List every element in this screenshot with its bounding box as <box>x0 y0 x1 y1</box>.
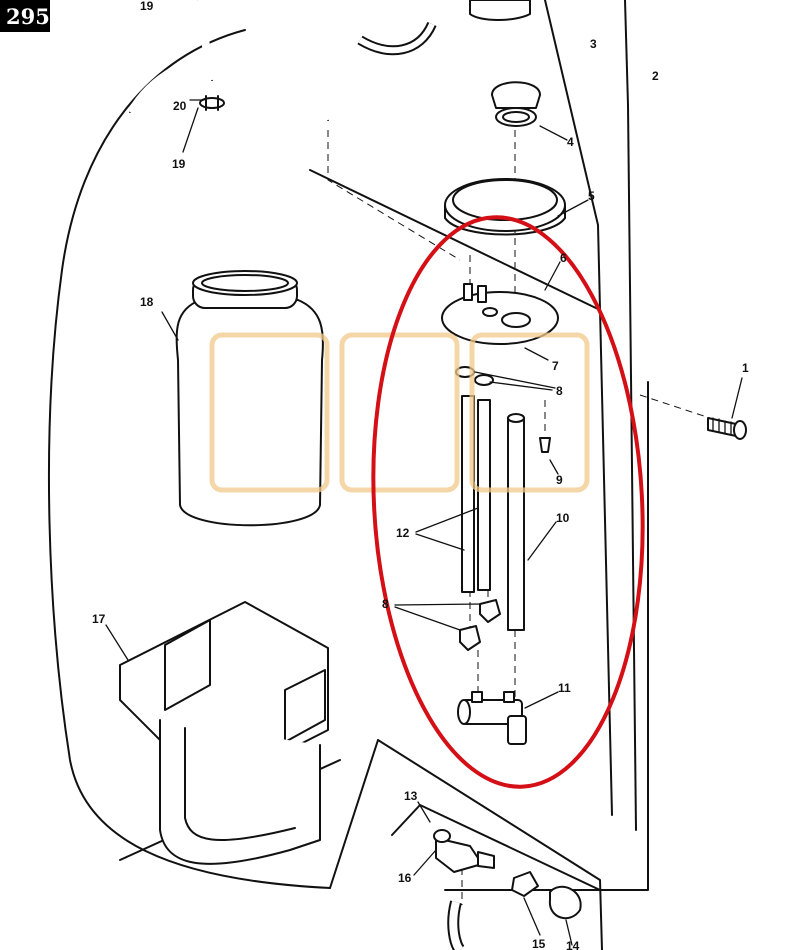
tee-fitting <box>457 691 527 745</box>
clamp-ring <box>444 178 566 236</box>
reservoir-cap <box>491 81 541 127</box>
callout-13: 13 <box>404 789 418 803</box>
callout-12: 12 <box>396 526 410 540</box>
screw <box>707 417 747 440</box>
highlight-circle <box>371 215 645 789</box>
callout-5: 5 <box>588 189 595 203</box>
callout-11: 11 <box>558 681 571 695</box>
callout-1: 1 <box>742 361 749 375</box>
reservoir-jar <box>175 270 324 527</box>
callout-19-top: 19 <box>140 0 154 13</box>
page-badge-number: 295 <box>6 4 50 29</box>
callout-8-upper: 8 <box>556 384 563 398</box>
callout-7: 7 <box>552 359 559 373</box>
cover-plate <box>441 283 559 345</box>
callout-2: 2 <box>652 69 659 83</box>
callout-20: 20 <box>173 99 187 113</box>
callout-16: 16 <box>398 871 412 885</box>
watermark <box>209 332 590 493</box>
leader-lines <box>105 99 743 946</box>
callout-14: 14 <box>566 939 580 950</box>
callout-8-lower: 8 <box>382 597 389 611</box>
callout-6: 6 <box>560 251 567 265</box>
callout-19-bottom: 19 <box>172 157 186 171</box>
top-hose <box>357 0 531 56</box>
callout-3: 3 <box>590 37 597 51</box>
callout-18: 18 <box>140 295 154 309</box>
callout-17: 17 <box>92 612 106 626</box>
mounting-bracket <box>119 601 329 865</box>
callout-10: 10 <box>556 511 570 525</box>
callout-labels: 1 2 3 4 5 6 7 8 9 10 11 12 13 14 15 16 1… <box>92 0 749 950</box>
page-badge: 295 <box>0 0 50 32</box>
callout-4: 4 <box>567 135 574 149</box>
hose-assembly <box>127 0 331 121</box>
lower-fittings <box>433 829 582 950</box>
callout-9: 9 <box>556 473 563 487</box>
callout-15: 15 <box>532 937 546 950</box>
